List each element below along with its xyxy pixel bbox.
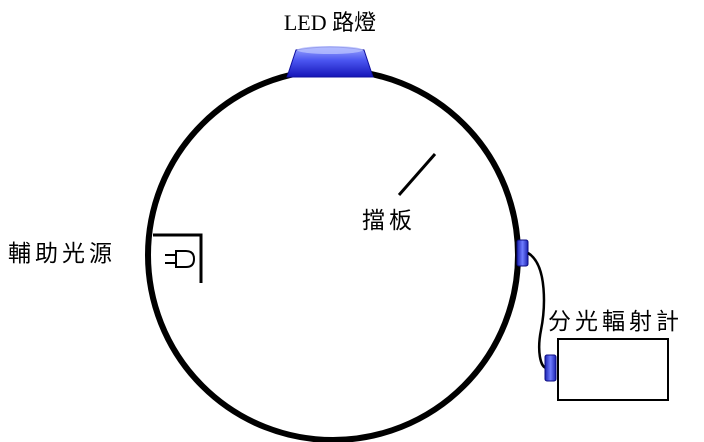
- fiber-port-instrument: [544, 354, 557, 382]
- baffle: [397, 153, 437, 196]
- led-street-lamp-icon: [286, 46, 374, 78]
- spectroradiometer-box: [557, 338, 669, 401]
- auxiliary-light-source-icon: [153, 233, 203, 283]
- fiber-port-sphere: [516, 239, 529, 267]
- integrating-sphere: [145, 67, 521, 442]
- spectroradiometer-label: 分光輻射計: [548, 309, 683, 335]
- led-label: LED 路燈: [284, 10, 376, 35]
- baffle-label: 擋板: [362, 208, 416, 234]
- auxiliary-source-label: 輔助光源: [8, 241, 116, 267]
- fiber-cable: [527, 251, 548, 370]
